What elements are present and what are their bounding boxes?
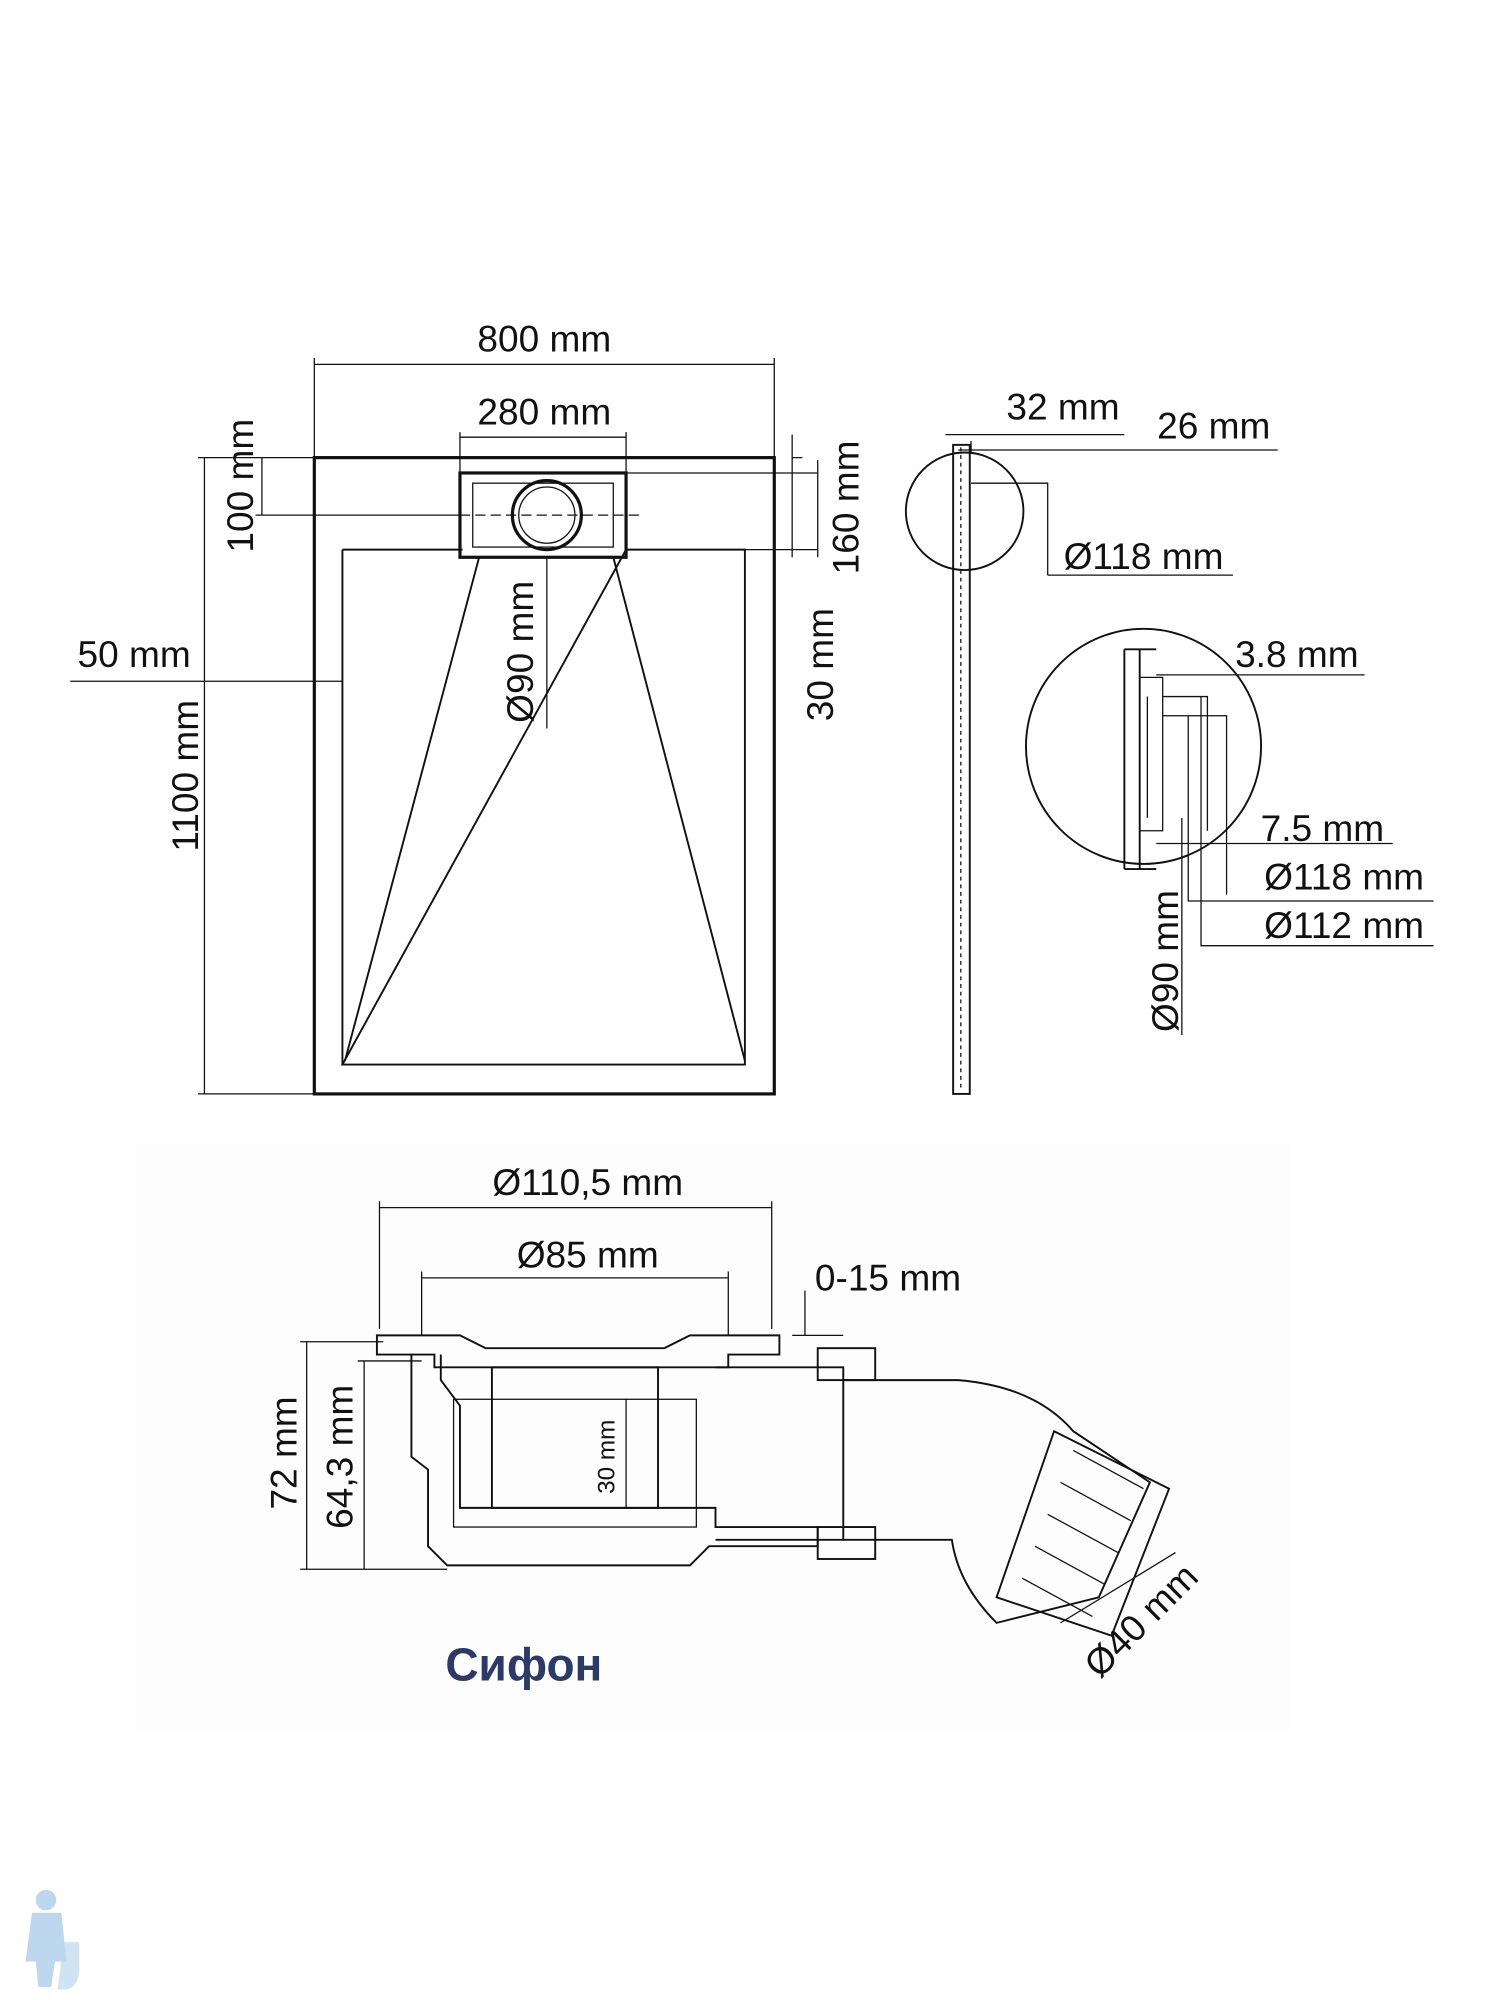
dim-drain-hole: Ø90 mm <box>499 581 541 723</box>
dim-flange: 7.5 mm <box>1261 807 1385 849</box>
dim-thickness-inner: 26 mm <box>1157 404 1270 446</box>
dim-depth-30: 30 mm <box>799 608 841 721</box>
dim-d118: Ø118 mm <box>1264 855 1424 897</box>
dim-outer-diameter: Ø118 mm <box>1064 535 1224 577</box>
dim-d110: Ø110,5 mm <box>492 1161 683 1203</box>
side-view: 32 mm 26 mm Ø118 mm <box>904 385 1278 1095</box>
dim-length: 1100 mm <box>164 700 206 852</box>
dim-depth-160: 160 mm <box>825 441 867 575</box>
siphon-title: Сифон <box>445 1638 602 1690</box>
dim-drain-offset: 100 mm <box>219 419 261 553</box>
dim-d90: Ø90 mm <box>1144 890 1186 1032</box>
dim-h72: 72 mm <box>262 1396 304 1509</box>
siphon-view: Ø110,5 mm Ø85 mm 0-15 mm 72 mm 64,3 mm 3… <box>134 1141 1291 1733</box>
dim-drain-width: 280 mm <box>477 390 611 432</box>
dim-width: 800 mm <box>477 318 611 360</box>
dim-h64: 64,3 mm <box>319 1385 361 1529</box>
dim-thickness: 32 mm <box>1006 385 1119 427</box>
dim-adjust: 0-15 mm <box>815 1257 961 1299</box>
dim-water-seal: 30 mm <box>594 1420 621 1494</box>
detail-view: 3.8 mm 7.5 mm Ø118 mm Ø112 mm Ø90 mm <box>1025 627 1434 1036</box>
dim-wall: 3.8 mm <box>1235 633 1359 675</box>
dim-d85: Ø85 mm <box>517 1234 659 1276</box>
plumber-logo <box>25 1889 80 1990</box>
dim-d112: Ø112 mm <box>1264 904 1424 946</box>
top-view: 800 mm 280 mm 100 mm 1100 mm 50 mm Ø90 m… <box>70 318 867 1096</box>
dim-rim: 50 mm <box>78 633 191 675</box>
